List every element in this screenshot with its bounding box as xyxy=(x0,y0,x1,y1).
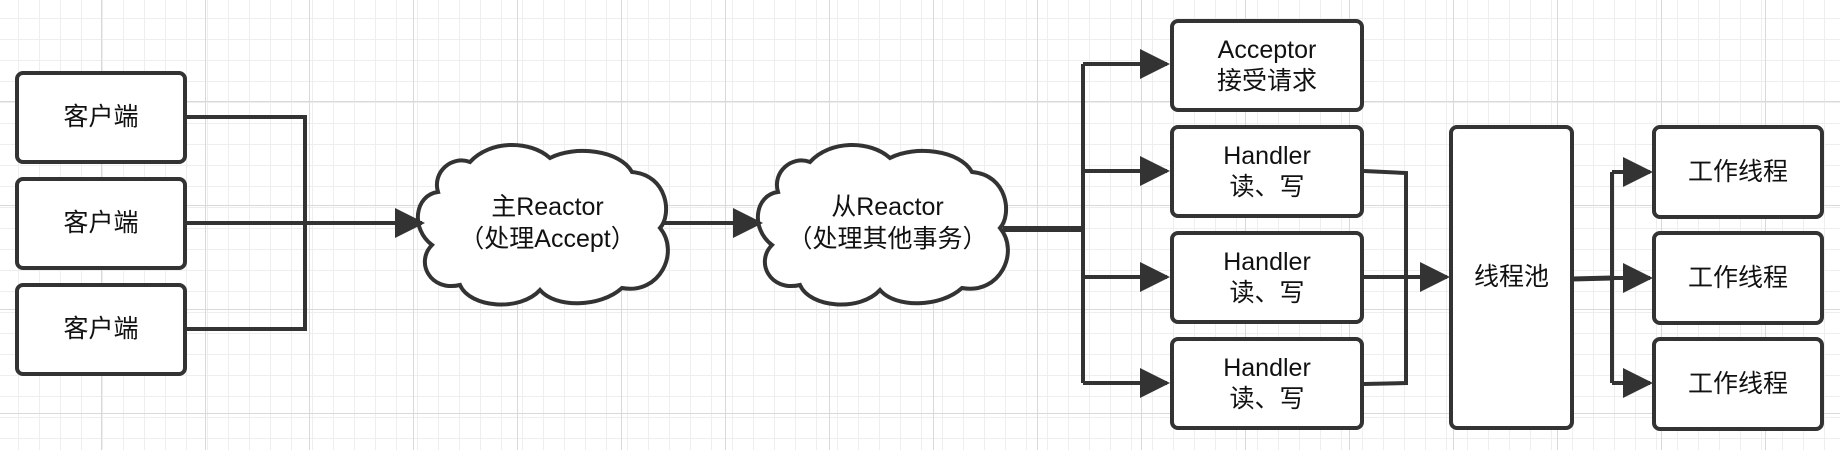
handler-subtitle: 读、写 xyxy=(1229,278,1305,307)
worker-node-3: 工作线程 xyxy=(1652,337,1824,431)
client-node-2: 客户端 xyxy=(15,177,187,270)
handler-subtitle: 读、写 xyxy=(1229,384,1305,413)
handler-node-1: Handler 读、写 xyxy=(1170,125,1364,218)
client-label: 客户端 xyxy=(63,209,139,237)
handler-title: Handler xyxy=(1223,247,1311,276)
sub-reactor-subtitle: （处理其他事务） xyxy=(787,225,988,253)
worker-node-2: 工作线程 xyxy=(1652,231,1824,325)
worker-label: 工作线程 xyxy=(1687,263,1788,292)
acceptor-subtitle: 接受请求 xyxy=(1216,66,1317,95)
worker-node-1: 工作线程 xyxy=(1652,125,1824,219)
handler-node-3: Handler 读、写 xyxy=(1170,337,1364,430)
client-node-3: 客户端 xyxy=(15,283,187,376)
handler-title: Handler xyxy=(1223,141,1311,170)
client-label: 客户端 xyxy=(63,103,139,131)
client-node-1: 客户端 xyxy=(15,71,187,164)
handler-node-2: Handler 读、写 xyxy=(1170,231,1364,324)
connector-thread-pool-out xyxy=(1571,275,1613,282)
main-reactor-label: 主Reactor （处理Accept） xyxy=(440,188,655,258)
worker-label: 工作线程 xyxy=(1687,369,1788,398)
worker-label: 工作线程 xyxy=(1687,157,1788,186)
main-reactor-subtitle: （处理Accept） xyxy=(459,225,636,253)
acceptor-node: Acceptor 接受请求 xyxy=(1170,19,1364,112)
main-reactor-title: 主Reactor xyxy=(491,193,604,221)
thread-pool-node: 线程池 xyxy=(1449,125,1574,430)
acceptor-title: Acceptor xyxy=(1217,35,1317,64)
sub-reactor-label: 从Reactor （处理其他事务） xyxy=(770,188,1005,258)
sub-reactor-title: 从Reactor xyxy=(831,193,944,221)
thread-pool-label: 线程池 xyxy=(1473,263,1549,291)
handler-title: Handler xyxy=(1223,353,1311,382)
client-label: 客户端 xyxy=(63,315,139,343)
handler-subtitle: 读、写 xyxy=(1229,172,1305,201)
